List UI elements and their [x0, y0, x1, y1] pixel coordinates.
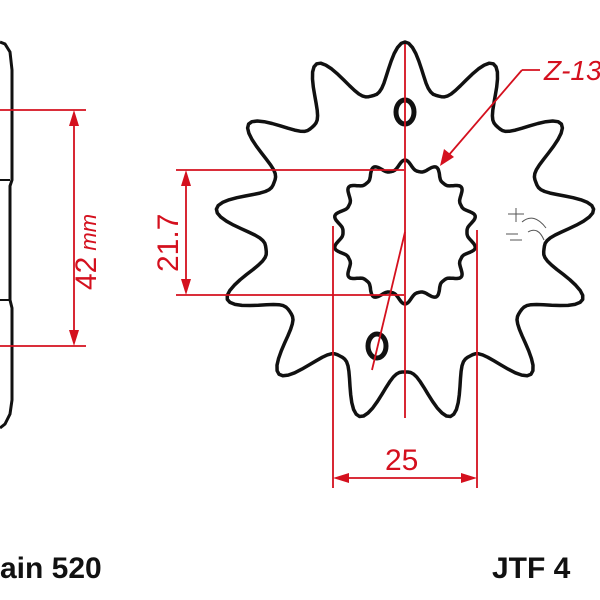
- manufacturer-mark: [506, 208, 547, 241]
- part-number-label: JTF 4: [492, 552, 571, 585]
- teeth-count-leader: Z-13: [440, 55, 600, 166]
- chain-size-label: ain 520: [0, 552, 102, 585]
- arrow-head: [440, 149, 454, 166]
- dimension-value: 42: [70, 257, 103, 290]
- side-profile-outline: [0, 40, 14, 430]
- dimension-label-42: 42 mm: [70, 214, 103, 290]
- arrow-head: [181, 279, 191, 295]
- diagonal-center-line: [371, 231, 406, 371]
- dimension-42mm: 42 mm: [0, 109, 103, 347]
- arrow-head: [69, 110, 79, 126]
- sprocket-side-profile: [0, 40, 14, 430]
- arrow-head: [69, 330, 79, 346]
- arrow-head: [461, 473, 477, 483]
- leader-line: [447, 69, 523, 157]
- dimension-21-7: 21.7: [152, 169, 404, 296]
- center-lines: [371, 44, 406, 418]
- arrow-head: [181, 170, 191, 186]
- dimension-25: 25: [332, 226, 478, 488]
- arrow-head: [333, 473, 349, 483]
- teeth-count-label: Z-13: [543, 55, 600, 86]
- dimension-unit: mm: [76, 214, 101, 251]
- dimension-label-21-7: 21.7: [152, 214, 185, 272]
- dimension-label-25: 25: [385, 444, 418, 477]
